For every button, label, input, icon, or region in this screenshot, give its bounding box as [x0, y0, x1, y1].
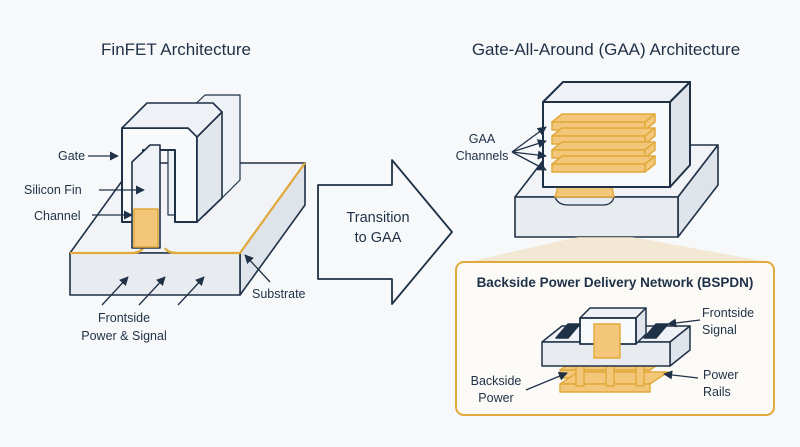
- finfet-structure: [69, 94, 306, 296]
- finfet-label-frontside-line1: Frontside: [98, 311, 150, 325]
- finfet-leaders: [88, 151, 271, 306]
- bspdn-gate-top: [579, 307, 647, 319]
- bspdn-structure: [541, 307, 691, 393]
- gaa-gate-top: [542, 81, 691, 103]
- finfet-label-frontside-line2: Power & Signal: [81, 329, 166, 343]
- finfet-label-gate: Gate: [58, 149, 85, 163]
- finfet-label-substrate: Substrate: [252, 287, 306, 301]
- gaa-substrate-notch: [554, 196, 615, 206]
- bspdn-label-backside-line1: Backside: [471, 374, 522, 388]
- gaa-channels: [551, 113, 656, 173]
- zoom-wedge: [468, 237, 768, 262]
- gaa-channel-column: [554, 186, 615, 198]
- gaa-leaders: [511, 126, 547, 171]
- finfet-label-channel: Channel: [34, 209, 81, 223]
- bspdn-label-rails-line2: Rails: [703, 385, 731, 399]
- transition-arrow: [317, 159, 453, 305]
- finfet-frontside-layer: [70, 162, 306, 255]
- gaa-label-channels-line2: Channels: [456, 149, 509, 163]
- bspdn-label-frontside-line2: Signal: [702, 323, 737, 337]
- gaa-substrate-front: [514, 196, 679, 238]
- finfet-channel: [133, 208, 159, 248]
- gaa-title: Gate-All-Around (GAA) Architecture: [472, 40, 740, 59]
- finfet-label-silicon-fin: Silicon Fin: [24, 183, 82, 197]
- bspdn-label-backside-line2: Power: [478, 391, 513, 405]
- bspdn-channel: [593, 323, 621, 359]
- bspdn-leaders: [525, 318, 701, 391]
- transition-label-line2: to GAA: [355, 230, 402, 246]
- bspdn-title: Backside Power Delivery Network (BSPDN): [477, 275, 754, 290]
- transition-label-line1: Transition: [346, 210, 409, 226]
- gaa-structure: [514, 81, 719, 238]
- finfet-title: FinFET Architecture: [101, 40, 251, 59]
- finfet-gate-top: [121, 102, 223, 138]
- bspdn-label-frontside-line1: Frontside: [702, 306, 754, 320]
- bspdn-label-rails-line1: Power: [703, 368, 738, 382]
- gaa-label-channels-line1: GAA: [469, 132, 496, 146]
